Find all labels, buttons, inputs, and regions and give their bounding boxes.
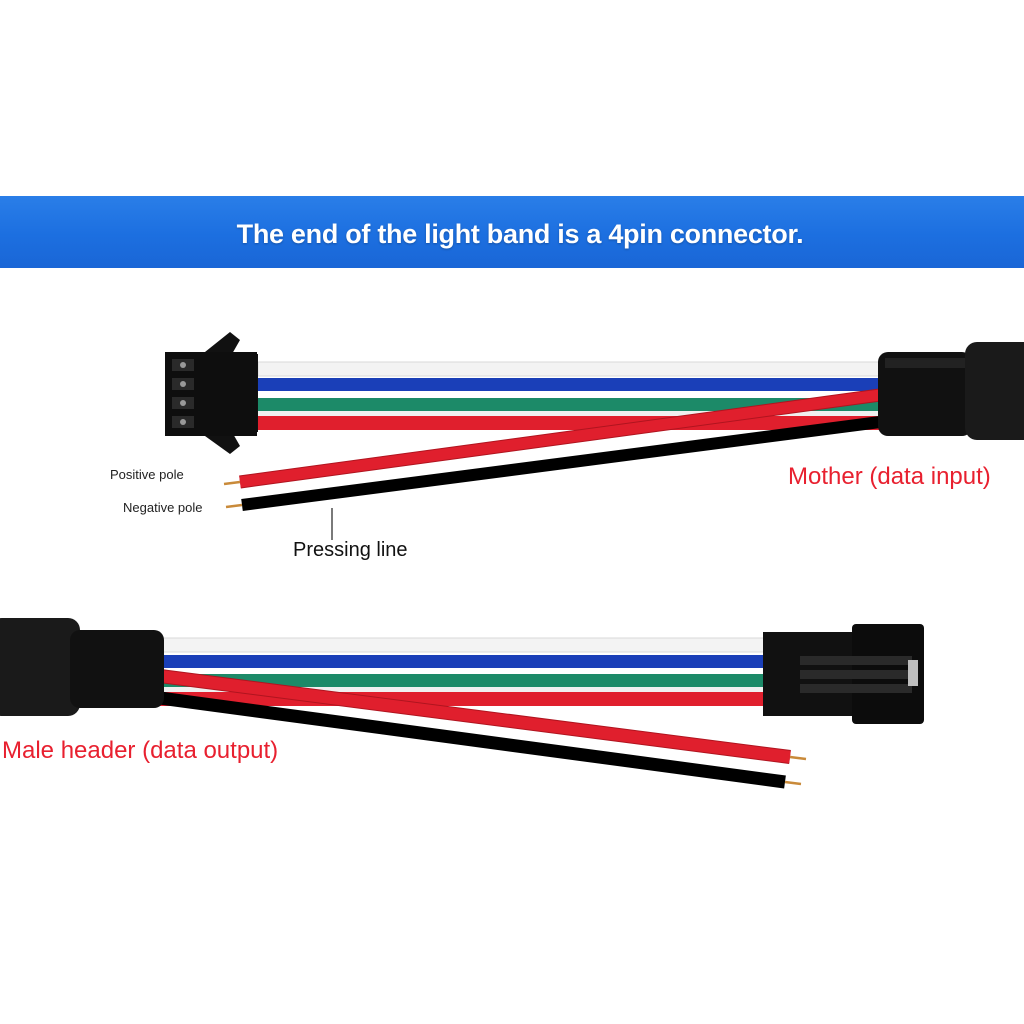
- negative-copper-tip: [225, 503, 243, 509]
- pressing-line-label: Pressing line: [293, 539, 408, 561]
- cable-jacket-left: [0, 618, 80, 716]
- green-wire: [160, 674, 764, 687]
- positive-copper-tip: [789, 755, 807, 761]
- negative-copper-tip: [784, 780, 802, 786]
- positive-copper-tip: [223, 480, 241, 486]
- cable-jacket-right: [878, 352, 972, 436]
- green-wire: [258, 398, 886, 411]
- title-banner: The end of the light band is a 4pin conn…: [0, 196, 1024, 268]
- blue-wire: [160, 655, 764, 668]
- white-wire: [257, 361, 887, 377]
- mother-label: Mother (data input): [788, 463, 991, 490]
- positive-lead: [159, 670, 791, 763]
- negative-lead: [159, 691, 786, 789]
- male-connector-assembly: [0, 618, 924, 789]
- banner-title: The end of the light band is a 4pin conn…: [236, 218, 804, 249]
- negative-lead: [241, 416, 881, 511]
- positive-lead: [239, 389, 881, 488]
- female-connector-assembly: [165, 332, 1024, 511]
- blue-wire: [258, 378, 886, 391]
- male-header-label: Male header (data output): [2, 737, 279, 764]
- negative-pole-label: Negative pole: [123, 500, 203, 515]
- white-wire: [159, 637, 765, 653]
- positive-pole-label: Positive pole: [110, 467, 184, 482]
